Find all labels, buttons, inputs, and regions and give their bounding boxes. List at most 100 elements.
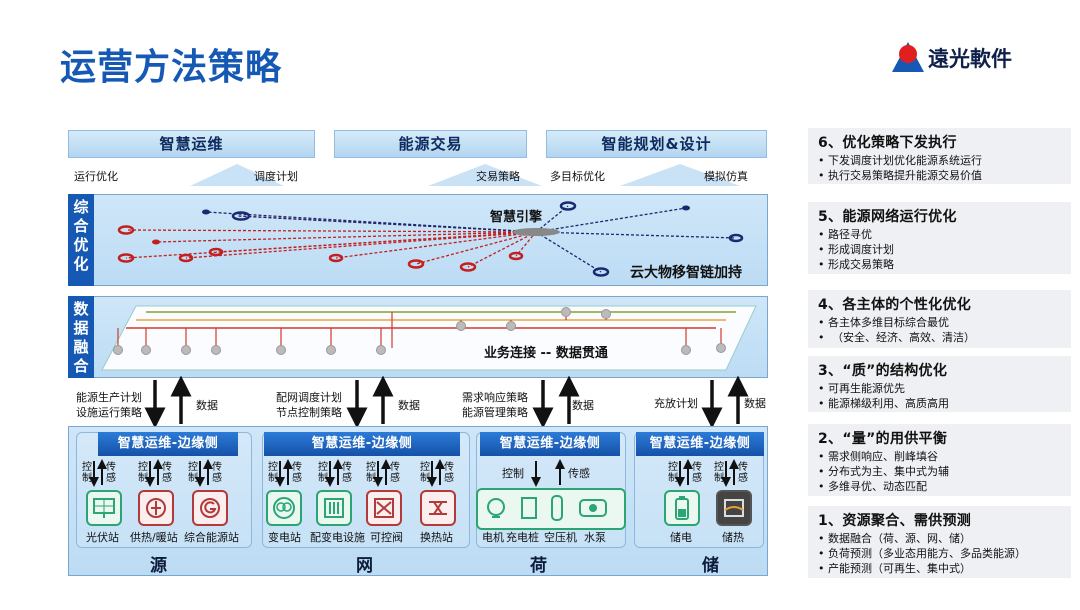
load-devices-icon	[476, 488, 626, 530]
solar-panel-icon	[86, 490, 122, 526]
arrow-data-label: 数据	[398, 399, 420, 412]
arrow-text: 节点控制策略	[276, 406, 342, 419]
layer-label-optimization: 综合优化	[68, 194, 94, 286]
arrow-data-label: 数据	[744, 397, 766, 410]
sense-label: 传感	[444, 462, 454, 484]
item-label: 可控阀	[370, 531, 403, 544]
energy-station-icon	[192, 490, 228, 526]
item-label: 电机	[482, 531, 504, 544]
edge-header: 智慧运维-边缘侧	[480, 432, 620, 456]
step-title: 2、“量”的用供平衡	[818, 431, 948, 447]
item-label: 储热	[722, 531, 744, 544]
arrow-label: 充放计划	[654, 397, 698, 410]
sense-label: 传感	[292, 462, 302, 484]
item-label: 空压机	[544, 531, 577, 544]
control-sense-arrows	[89, 459, 739, 487]
top-up-arrows	[190, 164, 740, 186]
item-label: 储电	[670, 531, 692, 544]
control-label: 控制	[420, 462, 430, 484]
arrow-label: 需求响应策略能源管理策略	[462, 390, 528, 420]
control-label: 控制	[318, 462, 328, 484]
arrow-label: 配网调度计划节点控制策略	[276, 390, 342, 420]
arrow-text: 设施运行策略	[76, 406, 142, 419]
step-title: 5、能源网络运行优化	[818, 209, 957, 225]
step-title: 1、资源聚合、需供预测	[818, 513, 972, 529]
item-label: 换热站	[420, 531, 453, 544]
heating-station-icon	[138, 490, 174, 526]
category-source: 源	[150, 556, 167, 576]
tech-support-label: 云大物移智链加持	[630, 265, 742, 281]
data-fusion-diagram	[101, 305, 757, 371]
control-label: 控制	[188, 462, 198, 484]
strategy-step-1: 1、资源聚合、需供预测数据融合（荷、源、网、储）负荷预测（多业态用能方、多品类能…	[808, 506, 1071, 578]
control-label: 控制	[268, 462, 278, 484]
step-item: 能源梯级利用、高质高用	[818, 396, 1061, 411]
integrated-optimization-panel	[68, 194, 768, 286]
step-title: 4、各主体的个性化优化	[818, 297, 972, 313]
heat-storage-icon	[716, 490, 752, 526]
control-valve-icon	[366, 490, 402, 526]
strategy-step-6: 6、优化策略下发执行下发调度计划优化能源系统运行执行交易策略提升能源交易价值	[808, 128, 1071, 184]
sense-label: 传感	[162, 462, 172, 484]
step-item: 形成调度计划	[818, 242, 1061, 257]
arrow-text: 需求响应策略	[462, 391, 528, 404]
sense-label: 传感	[106, 462, 116, 484]
step-item: 各主体多维目标综合最优	[818, 315, 1061, 330]
item-label: 充电桩	[506, 531, 539, 544]
top-label: 调度计划	[254, 170, 298, 183]
step-item: （安全、经济、高效、清洁）	[818, 330, 1061, 345]
top-box-energy-trading: 能源交易	[334, 130, 527, 158]
arrow-text: 配网调度计划	[276, 391, 342, 404]
top-label: 多目标优化	[550, 170, 605, 183]
heat-exchange-icon	[420, 490, 456, 526]
edge-header: 智慧运维-边缘侧	[636, 432, 764, 456]
arrow-data-label: 数据	[572, 399, 594, 412]
step-item: 数据融合（荷、源、网、储）	[818, 531, 1061, 546]
sense-label: 传感	[342, 462, 352, 484]
arrow-label: 能源生产计划设施运行策略	[76, 390, 142, 420]
step-item: 分布式为主、集中式为辅	[818, 464, 1061, 479]
layer-label-data-fusion: 数据融合	[68, 296, 94, 378]
battery-storage-icon	[664, 490, 700, 526]
item-label: 变电站	[268, 531, 301, 544]
top-box-smart-ops: 智慧运维	[68, 130, 315, 158]
sense-label: 传感	[390, 462, 400, 484]
item-label: 光伏站	[86, 531, 119, 544]
data-fusion-caption: 业务连接 -- 数据贯通	[484, 346, 608, 361]
control-label: 控制	[138, 462, 148, 484]
control-label: 控制	[714, 462, 724, 484]
strategy-step-3: 3、“质”的结构优化可再生能源优先能源梯级利用、高质高用	[808, 356, 1071, 412]
step-item: 下发调度计划优化能源系统运行	[818, 153, 1061, 168]
category-load: 荷	[530, 556, 547, 576]
strategy-step-4: 4、各主体的个性化优化各主体多维目标综合最优（安全、经济、高效、清洁）	[808, 290, 1071, 348]
sense-label: 传感	[738, 462, 748, 484]
item-label: 配变电设施	[310, 531, 365, 544]
top-label: 模拟仿真	[704, 170, 748, 183]
edge-header: 智慧运维-边缘侧	[98, 432, 238, 456]
step-item: 路径寻优	[818, 227, 1061, 242]
top-label: 交易策略	[476, 170, 520, 183]
category-grid: 网	[356, 556, 373, 576]
step-item: 执行交易策略提升能源交易价值	[818, 168, 1061, 183]
step-title: 6、优化策略下发执行	[818, 135, 957, 151]
substation-icon	[266, 490, 302, 526]
arrow-data-label: 数据	[196, 399, 218, 412]
step-title: 3、“质”的结构优化	[818, 363, 948, 379]
top-box-planning-design: 智能规划&设计	[546, 130, 767, 158]
company-logo: 遠光軟件	[890, 40, 1040, 76]
step-item: 形成交易策略	[818, 257, 1061, 272]
smart-engine-diagram	[117, 201, 744, 277]
item-label: 综合能源站	[184, 531, 239, 544]
logo-icon	[892, 42, 924, 72]
sense-label: 传感	[692, 462, 702, 484]
control-label: 控制	[668, 462, 678, 484]
step-item: 多维寻优、动态匹配	[818, 479, 1061, 494]
strategy-step-5: 5、能源网络运行优化路径寻优形成调度计划形成交易策略	[808, 202, 1071, 274]
arrow-text: 能源管理策略	[462, 406, 528, 419]
sense-label: 传感	[568, 467, 590, 480]
step-item: 产能预测（可再生、集中式）	[818, 561, 1061, 576]
sense-label: 传感	[212, 462, 222, 484]
smart-engine-label: 智慧引擎	[490, 210, 543, 225]
control-label: 控制	[82, 462, 92, 484]
control-label: 控制	[366, 462, 376, 484]
